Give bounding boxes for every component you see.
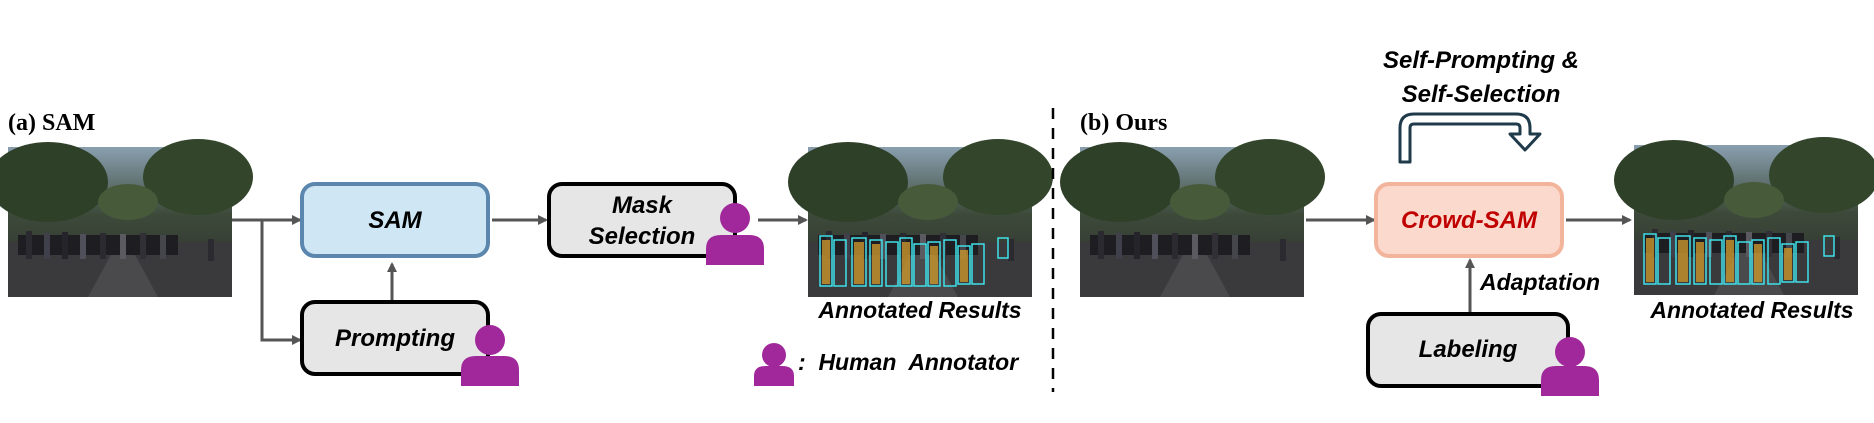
prompting-box-label: Prompting bbox=[335, 325, 455, 352]
crowd-sam-box-label: Crowd-SAM bbox=[1401, 207, 1538, 234]
labeling-box: Labeling bbox=[1366, 312, 1570, 388]
loop-label-line2: Self-Selection bbox=[1402, 81, 1561, 108]
sam-box: SAM bbox=[300, 182, 490, 258]
sam-box-label: SAM bbox=[368, 207, 422, 234]
annotated-result-image-b bbox=[1614, 137, 1874, 295]
adaptation-label: Adaptation bbox=[1479, 269, 1600, 295]
prompting-box: Prompting bbox=[300, 300, 490, 376]
annotated-result-image-a bbox=[788, 139, 1053, 297]
human-annotator-icon bbox=[461, 325, 519, 386]
arrows-input-a bbox=[232, 215, 808, 345]
panel-b-title: (b) Ours bbox=[1080, 110, 1167, 136]
mask-selection-label-line2: Selection bbox=[589, 223, 696, 250]
crowd-sam-box: Crowd-SAM bbox=[1374, 182, 1564, 258]
annotated-results-caption-a: Annotated Results bbox=[817, 297, 1021, 323]
human-annotator-icon bbox=[706, 203, 764, 265]
panel-a-title: (a) SAM bbox=[8, 110, 95, 136]
self-loop-arrow bbox=[1398, 112, 1542, 164]
legend-human-icon bbox=[754, 343, 794, 386]
arrows-b bbox=[1306, 215, 1632, 314]
annotated-results-caption-b: Annotated Results bbox=[1649, 297, 1853, 323]
input-street-image-a bbox=[0, 139, 253, 297]
legend-label: : Human Annotator bbox=[798, 349, 1019, 375]
mask-selection-label-line1: Mask bbox=[612, 192, 674, 219]
input-street-image-b bbox=[1060, 139, 1325, 297]
human-annotator-icon bbox=[1541, 337, 1599, 396]
loop-label-line1: Self-Prompting & bbox=[1383, 47, 1579, 74]
labeling-box-label: Labeling bbox=[1419, 336, 1518, 363]
